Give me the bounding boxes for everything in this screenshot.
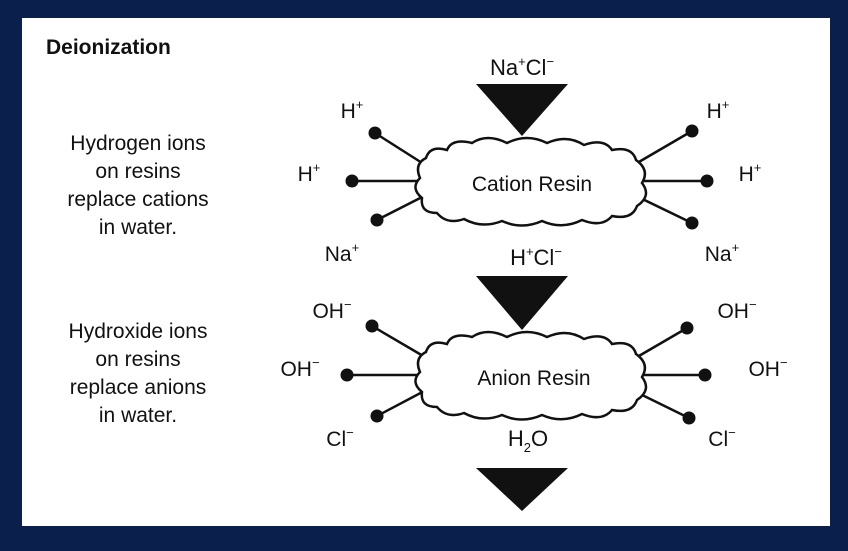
cation-bonds bbox=[345, 124, 714, 230]
cation-description-line: on resins bbox=[95, 160, 181, 183]
cation-description-line: Hydrogen ions bbox=[70, 132, 206, 155]
chloride-ion-label: Cl− bbox=[326, 425, 353, 451]
ion-dot bbox=[685, 216, 699, 230]
anion-resin-cloud bbox=[414, 330, 648, 421]
ion-dot bbox=[685, 124, 699, 138]
ion-dot bbox=[340, 368, 354, 382]
ion-dot bbox=[365, 319, 379, 333]
deionization-diagram: Na+Cl− Cation Resin H+ H+ H+ H+ Na+ Na+ … bbox=[280, 54, 788, 511]
flow-arrow-down bbox=[476, 468, 568, 511]
anion-resin-label: Anion Resin bbox=[477, 367, 590, 390]
hydroxide-ion-label: OH− bbox=[748, 355, 787, 381]
ion-dot bbox=[368, 126, 382, 140]
ion-dot bbox=[370, 409, 384, 423]
diagram-panel: Deionization Hydrogen ions on resins rep… bbox=[22, 18, 830, 526]
chloride-ion-label: Cl− bbox=[708, 425, 735, 451]
anion-description-line: replace anions bbox=[69, 376, 207, 399]
bond-line bbox=[631, 129, 693, 168]
ion-dot bbox=[682, 411, 696, 425]
bond-line bbox=[631, 326, 688, 362]
anion-description-line: Hydroxide ions bbox=[68, 320, 208, 343]
flow-arrow-down bbox=[476, 84, 568, 136]
ion-dot bbox=[370, 213, 384, 227]
cation-description: Hydrogen ions on resins replace cations … bbox=[38, 130, 238, 242]
ion-dot bbox=[345, 174, 359, 188]
cation-description-line: replace cations bbox=[67, 188, 209, 211]
ion-dot bbox=[698, 368, 712, 382]
bond-line bbox=[371, 324, 431, 362]
anion-description-line: in water. bbox=[98, 404, 178, 427]
hydroxide-ion-label: OH− bbox=[280, 355, 319, 381]
hydrogen-ion-label: H+ bbox=[341, 97, 364, 123]
flow-arrow-down bbox=[476, 276, 568, 330]
cation-resin-label: Cation Resin bbox=[472, 173, 592, 196]
cation-resin-cloud bbox=[414, 136, 648, 227]
anion-input-label: H+Cl− bbox=[510, 244, 562, 270]
water-output-label: H2O bbox=[508, 426, 548, 455]
hydroxide-ion-label: OH− bbox=[717, 297, 756, 323]
cation-input-label: Na+Cl− bbox=[490, 54, 554, 80]
hydrogen-ion-label: H+ bbox=[707, 97, 730, 123]
hydrogen-ion-label: H+ bbox=[298, 160, 321, 186]
anion-description-line: on resins bbox=[95, 348, 181, 371]
cation-description-line: in water. bbox=[98, 216, 178, 239]
diagram-title: Deionization bbox=[46, 36, 171, 59]
ion-dot bbox=[680, 321, 694, 335]
sodium-ion-label: Na+ bbox=[325, 240, 359, 266]
ion-dot bbox=[700, 174, 714, 188]
sodium-ion-label: Na+ bbox=[705, 240, 739, 266]
hydroxide-ion-label: OH− bbox=[312, 297, 351, 323]
anion-description: Hydroxide ions on resins replace anions … bbox=[38, 318, 238, 430]
hydrogen-ion-label: H+ bbox=[739, 160, 762, 186]
